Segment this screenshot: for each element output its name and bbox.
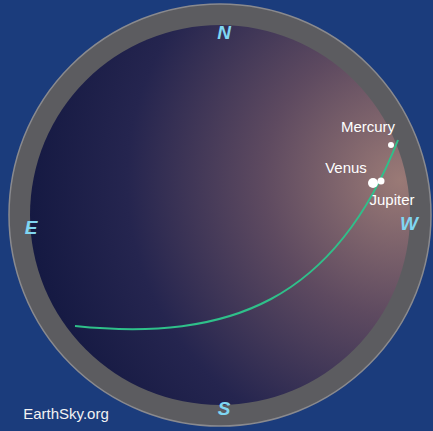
ecliptic-line	[75, 140, 398, 329]
compass-letter: N	[217, 23, 231, 44]
jupiter-dot	[378, 178, 385, 185]
planet-label: Jupiter	[367, 192, 416, 209]
mercury-dot	[388, 142, 394, 148]
planet-label: Venus	[325, 160, 367, 177]
compass-letter: E	[25, 218, 38, 239]
horizon-ring	[9, 4, 431, 426]
sky-disk	[30, 25, 410, 405]
venus-dot	[368, 178, 378, 188]
watermark: EarthSky.org	[23, 406, 109, 423]
compass-letter: W	[400, 214, 418, 235]
planet-label: Mercury	[341, 119, 395, 136]
compass-letter: S	[218, 399, 231, 420]
